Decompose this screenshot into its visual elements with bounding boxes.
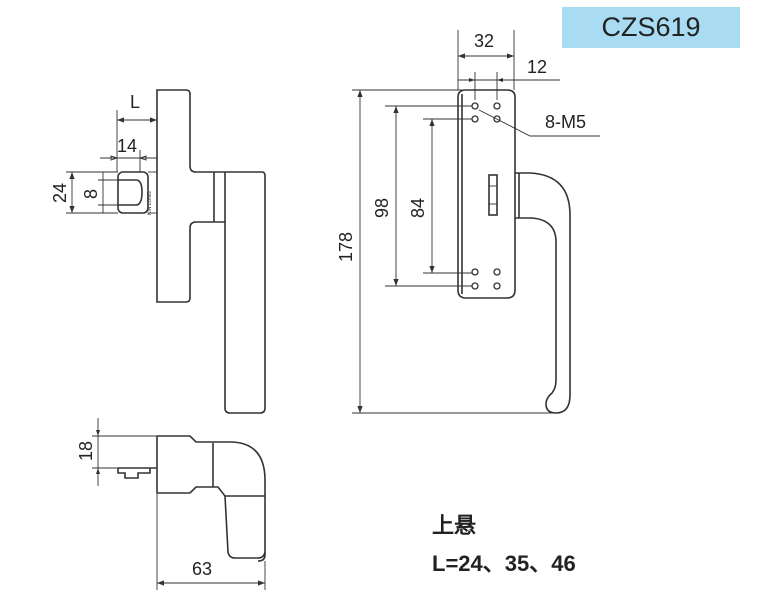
- dim-32: 32: [474, 31, 494, 51]
- dim-L: L: [130, 92, 140, 112]
- dim-84: 84: [408, 198, 428, 218]
- engraving-text: KIN LONG: [147, 191, 153, 215]
- dim-63: 63: [192, 559, 212, 579]
- dim-8: 8: [81, 189, 101, 199]
- side-view: KIN LONG L 14 24 8: [50, 89, 266, 414]
- bottom-view: 18 63: [76, 418, 266, 590]
- length-options-label: L=24、35、46: [432, 551, 576, 576]
- dim-24: 24: [50, 183, 70, 203]
- dim-18: 18: [76, 441, 96, 461]
- model-code-badge: CZS619: [562, 7, 740, 48]
- dim-12: 12: [527, 57, 547, 77]
- dim-178: 178: [336, 232, 356, 262]
- dim-14: 14: [117, 136, 137, 156]
- front-view: 32 12 8-M5 178 98 84: [336, 30, 600, 414]
- holes-label: 8-M5: [545, 112, 586, 132]
- mounting-type-label: 上悬: [432, 513, 477, 538]
- dim-98: 98: [372, 198, 392, 218]
